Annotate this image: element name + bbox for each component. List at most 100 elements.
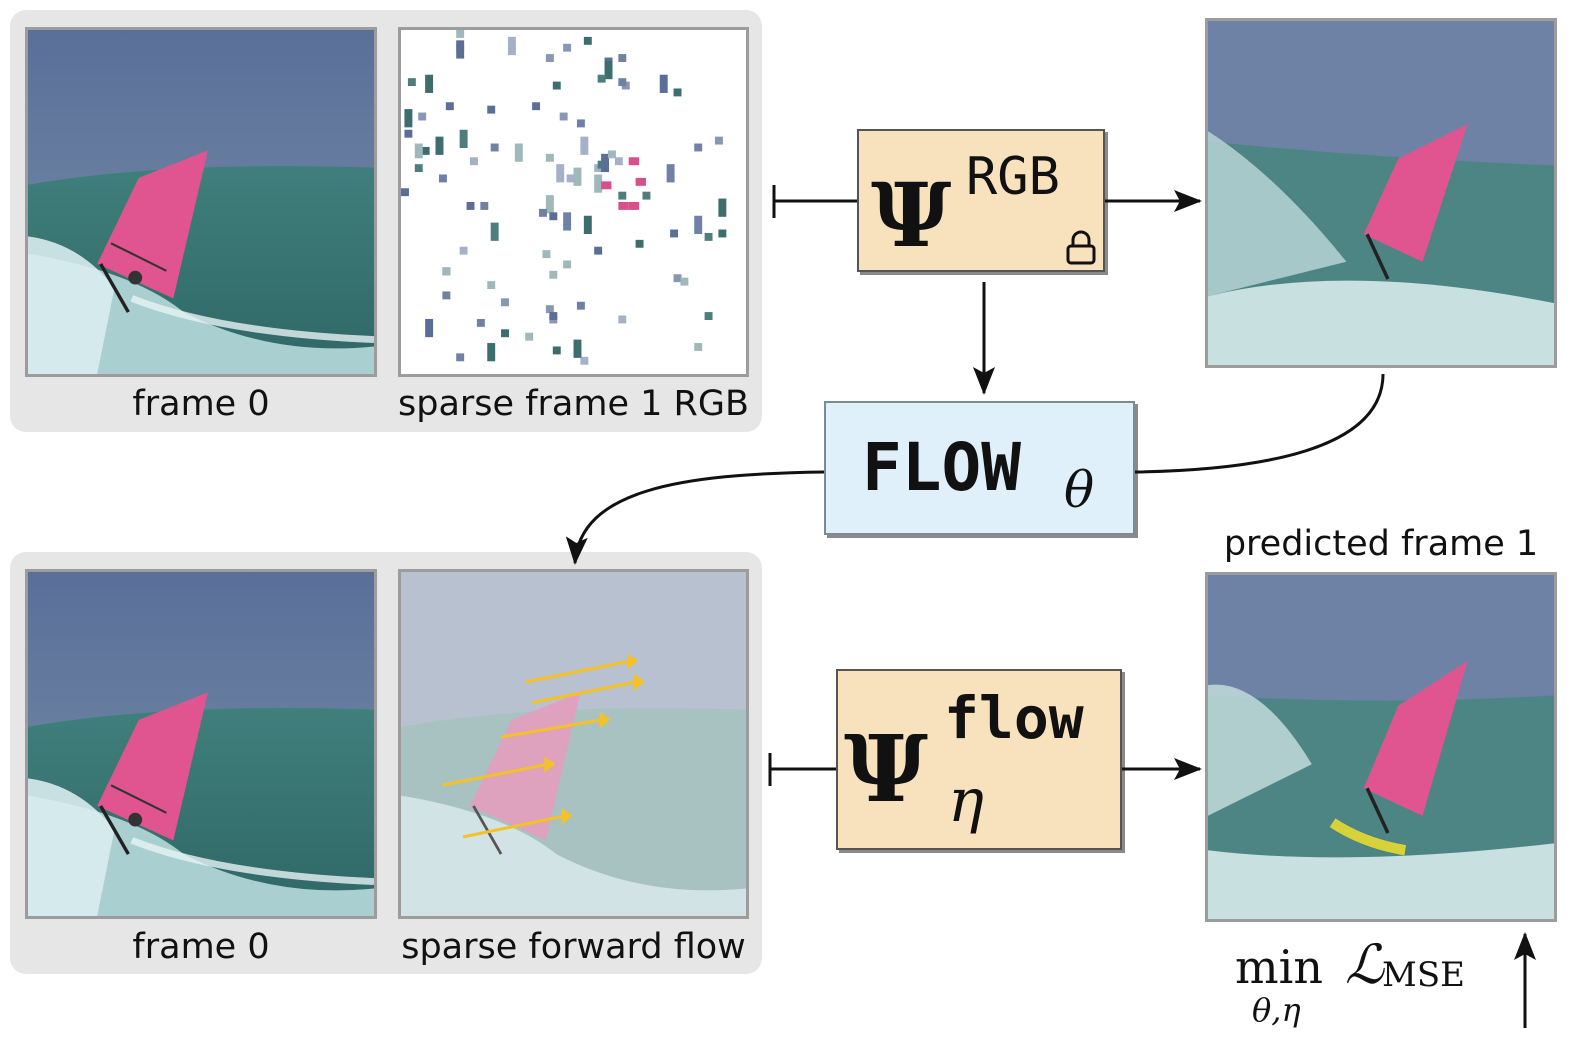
flow-to-bottom-panel-curve: [565, 470, 825, 565]
sparse-pixel: [425, 74, 434, 93]
sparse-pixel: [480, 202, 489, 210]
sparse-pixel: [573, 339, 582, 358]
sparse-pixel: [594, 174, 603, 193]
sparse-pixel: [694, 143, 703, 152]
sparse-pixel: [635, 239, 644, 248]
sparse-pixel: [618, 191, 627, 200]
sparse-pixel: [435, 136, 444, 155]
sparse-pixel: [576, 119, 585, 128]
psi-flow-subscript: η: [948, 766, 984, 836]
sparse-pixel: [407, 78, 416, 87]
sparse-pixel: [501, 329, 509, 338]
sparse-pixel: [490, 143, 499, 152]
sparse-pixel: [566, 174, 575, 183]
loss-L: ℒ: [1345, 933, 1384, 996]
sparse-pixel: [642, 191, 651, 200]
sparse-pixel: [442, 291, 451, 300]
sparse-pixel-sail: [628, 157, 640, 166]
sparse-pixel: [470, 157, 478, 166]
sparse-pixel: [525, 332, 534, 341]
loss-params: θ,η: [1252, 991, 1301, 1029]
sparse-pixel: [718, 229, 727, 238]
psi-flow-box: Ψ flow η: [836, 669, 1122, 850]
sparse-pixel: [563, 260, 572, 269]
psi-rgb-box: Ψ RGB: [857, 129, 1105, 272]
sparse-pixel: [704, 232, 713, 241]
sparse-pixel: [404, 129, 413, 138]
sparse-pixel: [456, 40, 465, 59]
sparse-pixel: [539, 208, 547, 217]
frame0-image-top: [25, 27, 377, 377]
rgb-reconstruction-image: [1205, 18, 1557, 368]
sparse-pixel: [418, 112, 427, 121]
sparse-pixel: [542, 250, 551, 259]
sparse-pixel: [580, 356, 589, 365]
psi-flow-superscript: flow: [944, 684, 1084, 752]
sparse-pixel: [680, 277, 689, 286]
sparse-pixel: [714, 136, 723, 145]
sparse-pixel: [573, 167, 582, 186]
rgb-output-to-flow-curve: [1134, 373, 1385, 474]
sparse-pixel: [594, 246, 603, 255]
sparse-pixel: [618, 54, 627, 62]
sparse-pixel: [501, 298, 509, 307]
sparse-pixel: [618, 78, 627, 87]
sparse-pixel: [597, 74, 606, 83]
sparse-pixel: [445, 102, 454, 111]
sparse-pixel: [414, 150, 423, 159]
sparse-pixel: [552, 346, 561, 355]
sparse-pixel: [673, 274, 682, 283]
sparse-pixel: [694, 215, 703, 234]
sparse-pixel: [456, 353, 465, 362]
sparse-pixel: [618, 315, 627, 324]
sparse-pixel: [414, 164, 423, 173]
sparse-flow-caption: sparse forward flow: [401, 927, 746, 967]
flow-network-box: FLOW θ: [824, 401, 1135, 535]
sparse-pixel-sail: [635, 177, 646, 186]
sparse-pixel: [487, 281, 496, 290]
sparse-pixel: [556, 164, 565, 183]
sparse-pixel: [559, 112, 568, 121]
sparse-pixel: [442, 267, 451, 276]
sparse-pixel: [563, 212, 572, 231]
sparse-pixel: [466, 202, 475, 210]
psi-flow-symbol: Ψ: [844, 715, 929, 823]
sparse-pixel: [659, 74, 668, 93]
sparse-pixel: [576, 301, 585, 310]
sparse-pixel: [601, 153, 610, 173]
frame0-caption-top: frame 0: [132, 384, 270, 424]
sparse-pixel: [476, 318, 485, 327]
sparse-pixel: [673, 88, 682, 97]
sparse-pixel: [704, 312, 713, 320]
sparse-pixel: [545, 195, 554, 214]
flow-network-subscript: θ: [1064, 461, 1095, 519]
sparse-frame1-image: [398, 27, 749, 377]
sparse-pixel: [401, 188, 409, 197]
sparse-pixel: [545, 54, 554, 62]
sparse-pixel: [438, 174, 447, 183]
predicted-frame1-caption: predicted frame 1: [1223, 524, 1539, 564]
sparse-pixel: [425, 318, 434, 338]
sparse-flow-image: [398, 569, 749, 919]
sparse-pixel: [414, 143, 423, 152]
psi-rgb-symbol: Ψ: [871, 163, 952, 267]
sparse-pixel: [545, 305, 554, 314]
sparse-pixel: [549, 270, 558, 279]
sparse-pixel: [549, 212, 558, 221]
sparse-pixel: [694, 343, 703, 351]
sparse-pixel: [514, 143, 523, 162]
loss-L-subscript: MSE: [1382, 955, 1465, 995]
sparse-pixel: [487, 343, 496, 362]
sparse-pixel: [507, 36, 516, 56]
sparse-pixel: [549, 312, 558, 320]
sparse-pixel-sail: [628, 202, 640, 210]
sparse-pixel: [670, 229, 679, 238]
sparse-pixel: [563, 43, 572, 52]
sparse-pixel: [404, 109, 413, 128]
sparse-pixel: [487, 105, 496, 114]
sparse-pixel: [583, 215, 592, 234]
sparse-pixel: [608, 150, 616, 159]
sparse-pixel: [545, 153, 554, 162]
sparse-pixel: [459, 129, 468, 148]
sparse-pixel-sail: [618, 202, 629, 210]
